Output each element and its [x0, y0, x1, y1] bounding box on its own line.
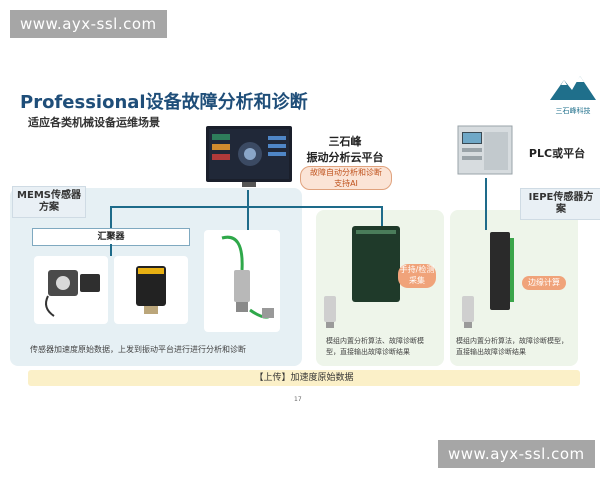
plc-label: PLC或平台: [528, 147, 586, 160]
watermark-bottom: www.ayx-ssl.com: [438, 440, 595, 468]
box1-device: [346, 222, 406, 306]
mems-box-sensor-icon: [136, 266, 166, 314]
watermark-top: www.ayx-ssl.com: [10, 10, 167, 38]
mems-sensor-icon: [45, 270, 100, 317]
mountain-icon: [550, 76, 596, 100]
sensor-card-2: [114, 256, 188, 324]
connector-monitor-v: [247, 190, 249, 207]
box2-device: [486, 230, 516, 312]
box2-note: 模组内置分析算法，故障诊断模型， 直接输出故障诊断结果: [456, 337, 568, 356]
monitor-image: [204, 124, 294, 190]
hub-label: 汇聚器: [97, 232, 125, 242]
page-number: 17: [294, 396, 302, 403]
cloud-name-line1: 三石峰: [328, 135, 362, 148]
sensor-card-1: [34, 256, 108, 324]
connector-main-h: [110, 206, 382, 208]
connector-hub-v: [110, 206, 112, 228]
box1-pill: 手持/检测 采集: [398, 264, 436, 288]
cable-sensor-icon: [221, 235, 274, 319]
box2-device-icon: [490, 232, 514, 310]
mems-tag: MEMS传感器 方案: [12, 186, 86, 218]
connector-plc-v: [485, 178, 487, 230]
hub-to-sensors: [110, 244, 112, 256]
box2-sensor: [458, 292, 478, 332]
box2-pill: 边缘计算: [522, 276, 566, 290]
sensor-card-3: [204, 230, 280, 332]
connector-box1-v: [381, 206, 383, 232]
plc-image: [454, 120, 516, 178]
page-subtitle: 适应各类机械设备运维场景: [28, 116, 160, 129]
box1-note: 模组内置分析算法、故障诊断模 型，直接输出故障诊断结果: [326, 337, 424, 356]
cloud-pill: 故障自动分析和诊断 支持AI: [300, 166, 392, 190]
logo-label: 三石峰科技: [555, 107, 591, 115]
bottom-bar-label: 【上传】加速度原始数据: [254, 373, 354, 383]
mems-note: 传感器加速度原始数据，上发到振动平台进行进行分析和诊断: [30, 345, 246, 354]
iepe-tag: IEPE传感器方案: [520, 188, 600, 220]
bottom-bar: 【上传】加速度原始数据: [28, 370, 580, 386]
box1-sensor: [320, 292, 340, 332]
connector-sensor-v: [247, 206, 249, 230]
cloud-name-line2: 振动分析云平台: [306, 151, 384, 164]
page-title: Professional设备故障分析和诊断: [20, 92, 308, 113]
box1-device-icon: [352, 226, 400, 302]
company-logo: 三石峰科技: [548, 72, 598, 115]
